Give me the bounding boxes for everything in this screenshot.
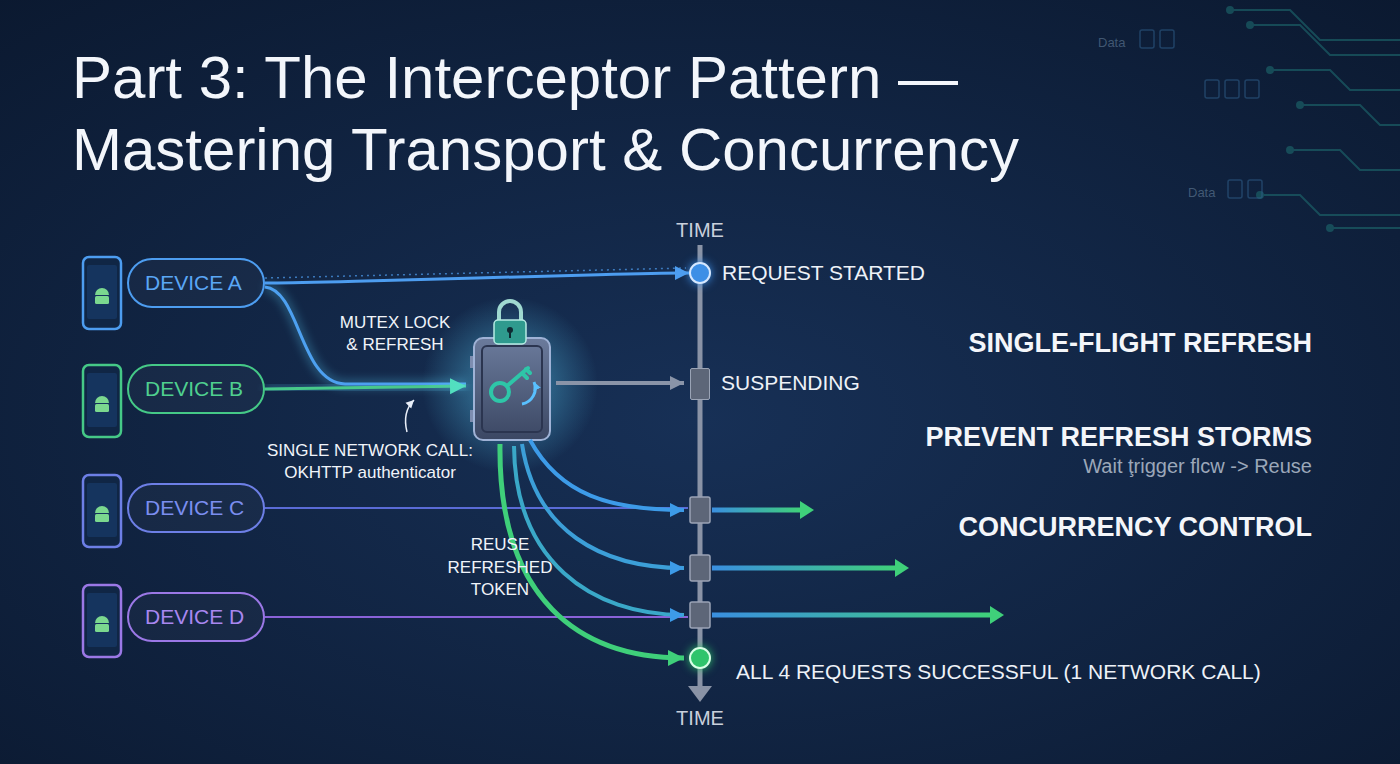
success-arrow bbox=[990, 606, 1004, 624]
circuit-decoration bbox=[1330, 227, 1400, 229]
device-label: DEVICE B bbox=[145, 377, 243, 401]
wait-marker bbox=[690, 497, 710, 523]
circuit-decoration bbox=[1297, 102, 1303, 108]
time-axis bbox=[688, 245, 712, 702]
device-label: DEVICE C bbox=[145, 496, 244, 520]
circuit-decoration bbox=[1290, 150, 1400, 170]
lock-flow bbox=[406, 400, 414, 432]
success-arrow bbox=[800, 501, 814, 519]
feature-heading: CONCURRENCY CONTROL bbox=[958, 511, 1312, 543]
document-icons bbox=[1225, 80, 1239, 98]
phone-icon bbox=[87, 593, 117, 647]
success-arrow bbox=[895, 559, 909, 577]
vault-safe bbox=[494, 320, 526, 344]
token-flow bbox=[556, 381, 684, 385]
wait-marker bbox=[690, 602, 710, 628]
document-icons bbox=[1160, 30, 1174, 48]
phone-icon bbox=[87, 483, 117, 537]
success-arrow bbox=[712, 613, 990, 618]
device-box: DEVICE A bbox=[127, 258, 265, 308]
watermark: Data bbox=[1098, 35, 1125, 51]
document-icons bbox=[1205, 80, 1219, 98]
event-label: ALL 4 REQUESTS SUCCESSFUL (1 NETWORK CAL… bbox=[736, 660, 1261, 684]
vault-safe bbox=[507, 368, 530, 386]
token-flow bbox=[514, 446, 684, 615]
success-arrow bbox=[712, 566, 895, 571]
flow-note: MUTEX LOCK & REFRESH bbox=[336, 312, 454, 356]
phone-icon bbox=[95, 396, 109, 403]
circuit-decoration bbox=[1287, 147, 1293, 153]
circuit-decoration bbox=[1250, 25, 1400, 55]
vault-safe bbox=[474, 338, 550, 440]
circuit-decoration bbox=[1327, 225, 1333, 231]
timeline-marker: REQUEST STARTED bbox=[689, 262, 711, 284]
watermark: Data bbox=[1188, 185, 1215, 201]
document-icons bbox=[1140, 30, 1262, 198]
device-box: DEVICE B bbox=[127, 364, 265, 414]
phone-icon bbox=[95, 514, 109, 522]
document-icons bbox=[1228, 180, 1242, 198]
phone-icon bbox=[83, 475, 121, 547]
flow-note: SINGLE NETWORK CALL: OKHTTP authenticato… bbox=[260, 440, 480, 484]
phone-icon bbox=[95, 404, 109, 412]
wait-marker bbox=[690, 497, 710, 628]
device-label: DEVICE A bbox=[145, 271, 242, 295]
phone-icon bbox=[83, 365, 121, 437]
device-box: DEVICE D bbox=[127, 592, 265, 642]
request-lines bbox=[265, 616, 688, 618]
device-label: DEVICE D bbox=[145, 605, 244, 629]
circuit-decoration bbox=[1270, 70, 1400, 90]
feature-heading: SINGLE-FLIGHT REFRESH bbox=[969, 327, 1313, 359]
token-flow bbox=[522, 444, 684, 568]
wait-marker bbox=[690, 555, 710, 581]
event-label: REQUEST STARTED bbox=[722, 261, 925, 285]
timeline-marker: ALL 4 REQUESTS SUCCESSFUL (1 NETWORK CAL… bbox=[689, 647, 711, 669]
circuit-decoration bbox=[1267, 67, 1273, 73]
circuit-decoration bbox=[1260, 195, 1400, 215]
phone-icon bbox=[95, 506, 109, 513]
event-label: SUSPENDING bbox=[721, 371, 860, 395]
request-lines bbox=[265, 268, 686, 278]
phone-icon bbox=[83, 257, 121, 329]
device-box: DEVICE C bbox=[127, 483, 265, 533]
token-flow bbox=[530, 440, 684, 510]
success-arrow bbox=[712, 508, 800, 513]
phone-icon bbox=[95, 616, 109, 623]
request-connector bbox=[265, 273, 689, 283]
phone-icon bbox=[83, 585, 121, 657]
suspend-marker: SUSPENDING bbox=[690, 368, 710, 400]
flow-note: REUSE REFRESHED TOKEN bbox=[444, 534, 556, 602]
vault-safe bbox=[499, 301, 521, 322]
feature-heading: PREVENT REFRESH STORMS bbox=[925, 421, 1312, 453]
document-icons bbox=[1248, 180, 1262, 198]
phone-icon bbox=[83, 365, 121, 437]
circuit-decoration bbox=[1227, 7, 1400, 231]
phone-icon bbox=[83, 585, 121, 657]
page-title: Part 3: The Interceptor Pattern — Master… bbox=[72, 42, 1222, 186]
axis-label: TIME bbox=[640, 218, 760, 242]
phone-icon bbox=[83, 257, 121, 329]
phone-icon bbox=[95, 296, 109, 304]
phone-icon bbox=[87, 265, 117, 319]
vault-safe bbox=[522, 382, 535, 404]
circuit-decoration bbox=[1247, 22, 1253, 28]
circuit-decoration bbox=[1227, 7, 1233, 13]
phone-icon bbox=[87, 373, 117, 427]
token-flow bbox=[500, 383, 684, 658]
time-axis bbox=[688, 686, 712, 702]
vault-safe bbox=[482, 346, 542, 432]
axis-label: TIME bbox=[640, 706, 760, 730]
phone-icon bbox=[95, 288, 109, 295]
feature-note: Wait ţrigger flcw -> Reuse bbox=[1083, 454, 1312, 478]
document-icons bbox=[1245, 80, 1259, 98]
phone-icon bbox=[83, 475, 121, 547]
document-icons bbox=[1140, 30, 1154, 48]
phone-icon bbox=[95, 624, 109, 632]
vault-safe bbox=[509, 331, 511, 338]
circuit-decoration bbox=[1300, 105, 1400, 125]
